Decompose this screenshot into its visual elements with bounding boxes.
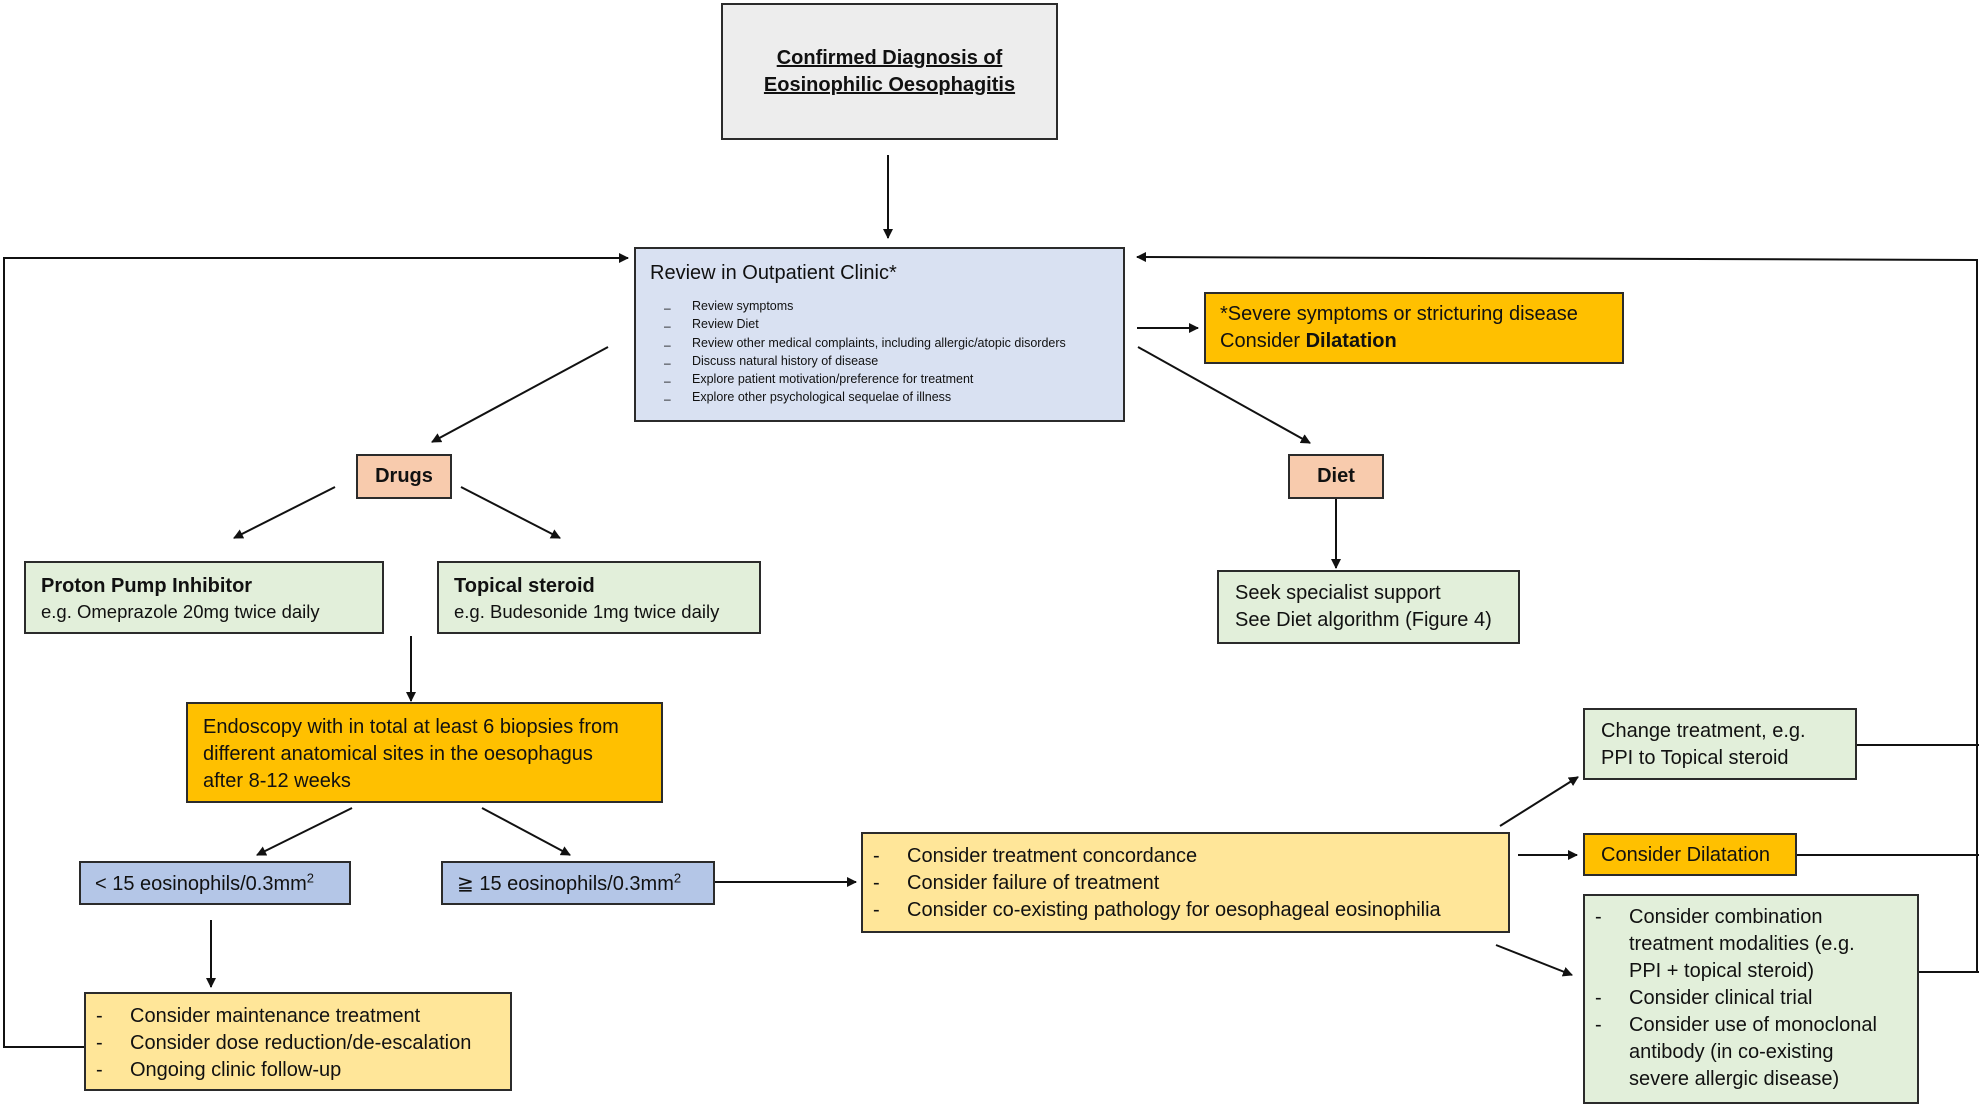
maintenance-box: Consider maintenance treatment Consider … — [84, 992, 512, 1091]
maintenance-list: Consider maintenance treatment Consider … — [86, 1003, 510, 1084]
low-eosinophils-box: < 15 eosinophils/0.3mm2 — [79, 861, 351, 905]
consider-dilatation-box: Consider Dilatation — [1583, 833, 1797, 876]
severe-line-2-bold: Dilatation — [1305, 330, 1397, 352]
monoclonal-item: Consider use of monoclonal antibody (in … — [1585, 1012, 1917, 1093]
diagnosis-box: Confirmed Diagnosis of Eosinophilic Oeso… — [721, 3, 1058, 140]
maintenance-item: Consider maintenance treatment — [86, 1003, 510, 1030]
combination-options-list: Consider combination treatment modalitie… — [1585, 904, 1917, 1093]
monoclonal-item-line: Consider use of monoclonal — [1629, 1014, 1877, 1036]
clinic-item: Explore patient motivation/preference fo… — [650, 370, 1123, 391]
outpatient-clinic-box: Review in Outpatient Clinic* Review symp… — [634, 247, 1125, 422]
maintenance-item: Consider dose reduction/de-escalation — [86, 1030, 510, 1057]
topical-steroid-box: Topical steroid e.g. Budesonide 1mg twic… — [437, 561, 761, 634]
severe-line-2-prefix: Consider — [1220, 330, 1306, 352]
failure-item: Consider treatment concordance — [863, 843, 1508, 870]
clinical-trial-line: Consider clinical trial — [1629, 987, 1813, 1009]
diagnosis-line-2: Eosinophilic Oesophagitis — [763, 73, 1016, 96]
diet-support-line-2: See Diet algorithm (Figure 4) — [1235, 609, 1492, 631]
treatment-failure-box: Consider treatment concordance Consider … — [861, 832, 1510, 933]
clinic-item: Discuss natural history of disease — [650, 352, 1123, 373]
high-eosinophils-text: ≧ 15 eosinophils/0.3mm — [457, 873, 674, 895]
diet-label: Diet — [1317, 465, 1355, 487]
change-treatment-line-1: Change treatment, e.g. — [1601, 720, 1806, 742]
low-eosinophils-text: < 15 eosinophils/0.3mm — [95, 873, 307, 895]
treatment-failure-list: Consider treatment concordance Consider … — [863, 843, 1508, 924]
clinical-trial-item: Consider clinical trial — [1585, 985, 1917, 1012]
clinic-item: Review other medical complaints, includi… — [650, 334, 1123, 355]
combination-item-line: Consider combination — [1629, 906, 1823, 928]
drugs-label: Drugs — [375, 465, 433, 487]
combination-item: Consider combination treatment modalitie… — [1585, 904, 1917, 985]
clinic-item: Review Diet — [650, 315, 1123, 336]
combination-item-line: PPI + topical steroid) — [1629, 960, 1815, 982]
severe-symptoms-box: *Severe symptoms or stricturing disease … — [1204, 292, 1624, 364]
steroid-subtitle: e.g. Budesonide 1mg twice daily — [454, 601, 720, 622]
change-treatment-line-2: PPI to Topical steroid — [1601, 747, 1789, 769]
diet-box: Diet — [1288, 454, 1384, 499]
clinic-title: Review in Outpatient Clinic* — [650, 262, 897, 284]
severe-line-2: Consider Dilatation — [1220, 328, 1622, 355]
clinic-review-list: Review symptoms Review Diet Review other… — [650, 297, 1123, 409]
maintenance-item: Ongoing clinic follow-up — [86, 1057, 510, 1084]
diet-support-box: Seek specialist support See Diet algorit… — [1217, 570, 1520, 644]
ppi-subtitle: e.g. Omeprazole 20mg twice daily — [41, 601, 320, 622]
combination-item-line: treatment modalities (e.g. — [1629, 933, 1855, 955]
low-eosinophils-sup: 2 — [306, 870, 315, 886]
monoclonal-item-line: antibody (in co-existing — [1629, 1041, 1834, 1063]
severe-line-1: *Severe symptoms or stricturing disease — [1220, 303, 1578, 325]
endoscopy-line-2: different anatomical sites in the oesoph… — [203, 743, 593, 765]
endoscopy-box: Endoscopy with in total at least 6 biops… — [186, 702, 663, 803]
diagnosis-line-1: Confirmed Diagnosis of — [776, 46, 1003, 69]
steroid-title: Topical steroid — [454, 575, 595, 597]
ppi-title: Proton Pump Inhibitor — [41, 575, 253, 597]
combination-options-box: Consider combination treatment modalitie… — [1583, 894, 1919, 1104]
clinic-item: Explore other psychological sequelae of … — [650, 388, 1123, 409]
change-treatment-box: Change treatment, e.g. PPI to Topical st… — [1583, 708, 1857, 780]
diet-support-line-1: Seek specialist support — [1235, 582, 1441, 604]
consider-dilatation-label: Consider Dilatation — [1601, 844, 1770, 866]
endoscopy-line-1: Endoscopy with in total at least 6 biops… — [203, 716, 619, 738]
high-eosinophils-box: ≧ 15 eosinophils/0.3mm2 — [441, 861, 715, 905]
ppi-box: Proton Pump Inhibitor e.g. Omeprazole 20… — [24, 561, 384, 634]
failure-item: Consider failure of treatment — [863, 870, 1508, 897]
high-eosinophils-sup: 2 — [673, 870, 682, 886]
failure-item: Consider co-existing pathology for oesop… — [863, 897, 1508, 924]
monoclonal-item-line: severe allergic disease) — [1629, 1068, 1840, 1090]
clinic-item: Review symptoms — [650, 297, 1123, 318]
drugs-box: Drugs — [356, 454, 452, 499]
endoscopy-line-3: after 8-12 weeks — [203, 770, 351, 792]
